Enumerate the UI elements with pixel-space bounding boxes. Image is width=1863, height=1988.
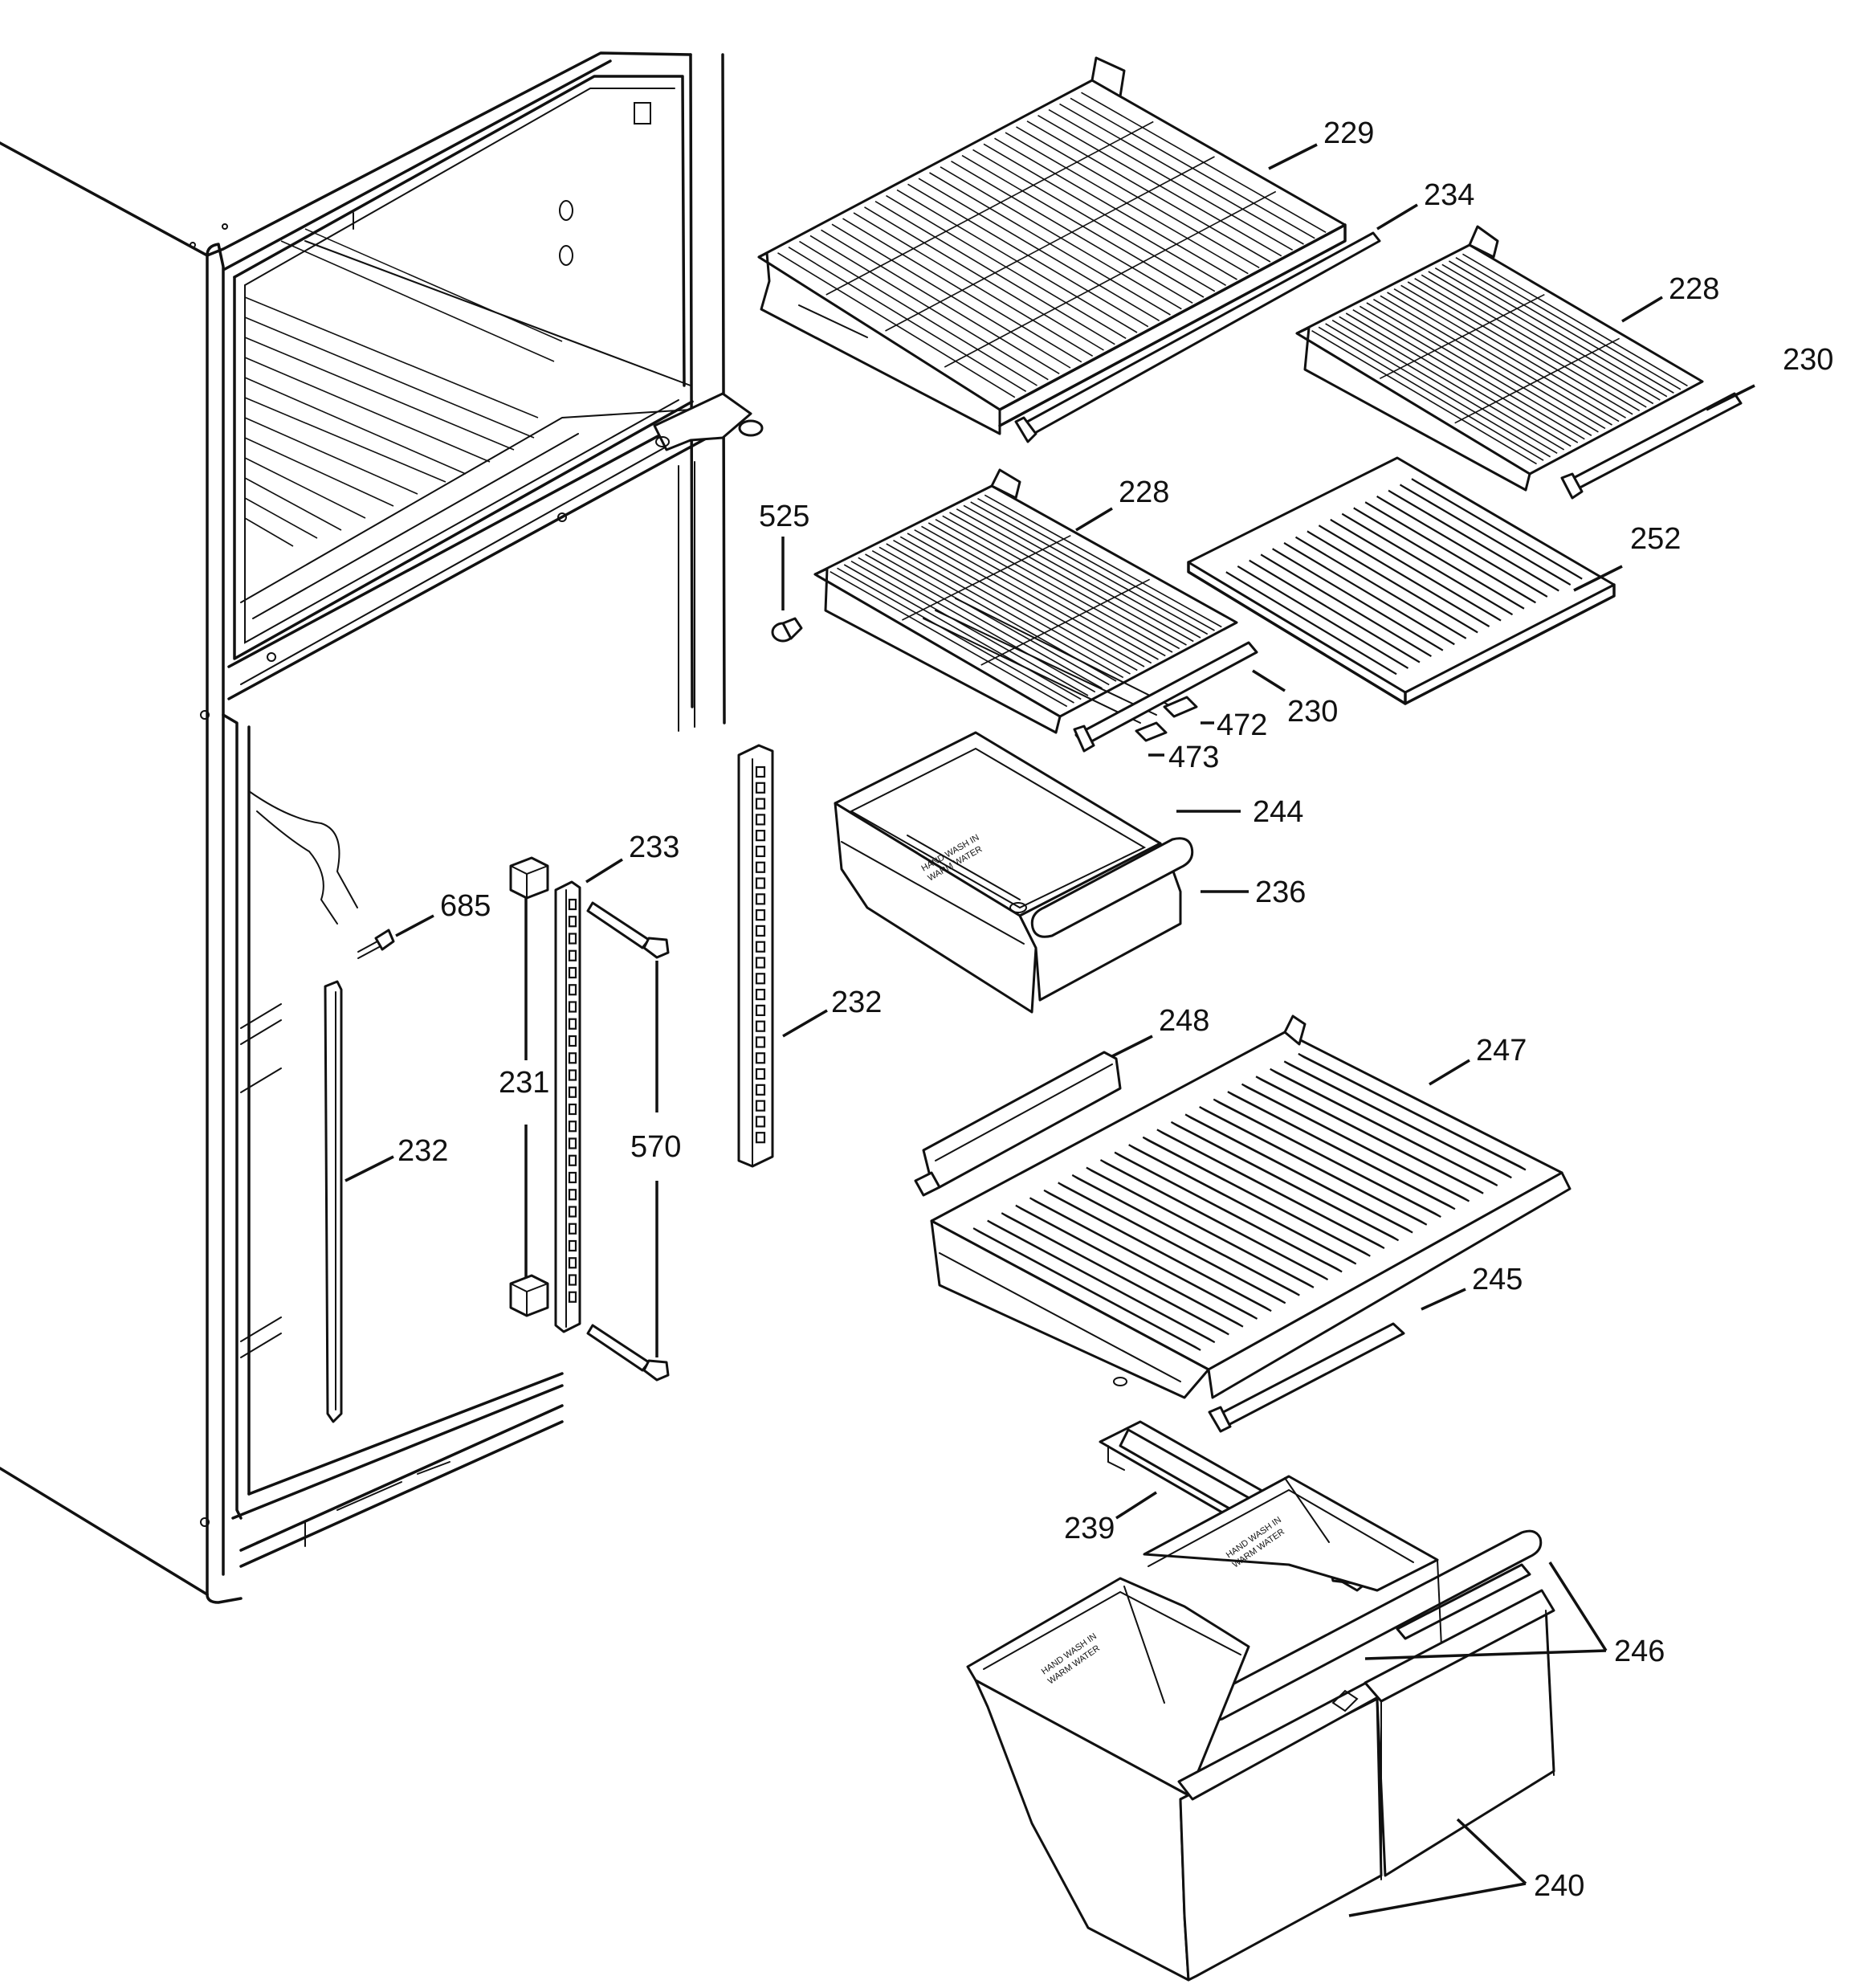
- callout-236: 236: [1255, 876, 1306, 909]
- callout-232-left: 232: [397, 1134, 448, 1168]
- callout-247: 247: [1476, 1034, 1527, 1067]
- callout-231: 231: [499, 1066, 549, 1100]
- callout-labels: 229 234 228 230 525 228 252 230 472 473 …: [397, 116, 1833, 1903]
- part-236-drawer: HAND WASH IN WARM WATER: [834, 731, 1182, 1014]
- callout-248: 248: [1159, 1004, 1209, 1038]
- part-472-473-clips: [1135, 696, 1198, 742]
- leader-lines: [344, 143, 1755, 1917]
- callout-240: 240: [1534, 1869, 1584, 1903]
- part-570-screws: [586, 901, 670, 1382]
- callout-246: 246: [1614, 1635, 1665, 1668]
- callout-230-lower: 230: [1287, 695, 1338, 729]
- part-232-left-rail: [324, 980, 343, 1423]
- callout-239: 239: [1064, 1512, 1115, 1545]
- part-245-trim: [1208, 1322, 1405, 1433]
- callout-570: 570: [630, 1130, 681, 1164]
- part-248-bar: [914, 1051, 1122, 1197]
- part-230-trim-lower: [1073, 641, 1258, 753]
- callout-685: 685: [440, 889, 491, 923]
- part-228-shelf-lower: [813, 468, 1238, 734]
- callout-252: 252: [1630, 522, 1681, 556]
- part-685-screw: [357, 929, 395, 959]
- part-230-trim-upper: [1560, 392, 1743, 500]
- part-244-handle: [1030, 837, 1194, 938]
- callout-244: 244: [1253, 795, 1303, 829]
- part-231-clips: [509, 856, 549, 1317]
- part-229-wire-shelf: [757, 56, 1347, 435]
- callout-229: 229: [1323, 116, 1374, 150]
- part-247-crisper-cover: [930, 1014, 1572, 1399]
- part-232-right-rail: [737, 744, 774, 1168]
- shelf-228-lower-wires: [830, 494, 1222, 708]
- part-240-crisper-bins: HAND WASH IN WARM WATER HAND WASH IN WAR…: [966, 1475, 1555, 1982]
- crisper-cover-ribs: [972, 1052, 1527, 1351]
- callout-245: 245: [1472, 1263, 1523, 1296]
- callout-230-upper: 230: [1783, 343, 1833, 377]
- callout-472: 472: [1217, 708, 1267, 742]
- shelf-229-wires: [777, 92, 1327, 398]
- callout-233: 233: [629, 831, 679, 864]
- refrigerator-cabinet: [0, 51, 764, 1604]
- part-252-panel: [1187, 456, 1616, 705]
- freezer-shelf-ribs: [244, 228, 563, 547]
- callout-473: 473: [1168, 741, 1219, 774]
- shelf-228-wires: [1311, 253, 1688, 465]
- part-228-shelf-upper: [1295, 225, 1704, 492]
- callout-232-right: 232: [831, 986, 882, 1019]
- callout-228-lower: 228: [1119, 476, 1169, 509]
- callout-234: 234: [1424, 178, 1474, 212]
- callout-525: 525: [759, 500, 809, 533]
- part-233-center-rail: [554, 880, 581, 1333]
- part-234-trim: [1014, 231, 1381, 443]
- callout-228-upper: 228: [1669, 272, 1719, 306]
- part-525-button: [771, 617, 803, 643]
